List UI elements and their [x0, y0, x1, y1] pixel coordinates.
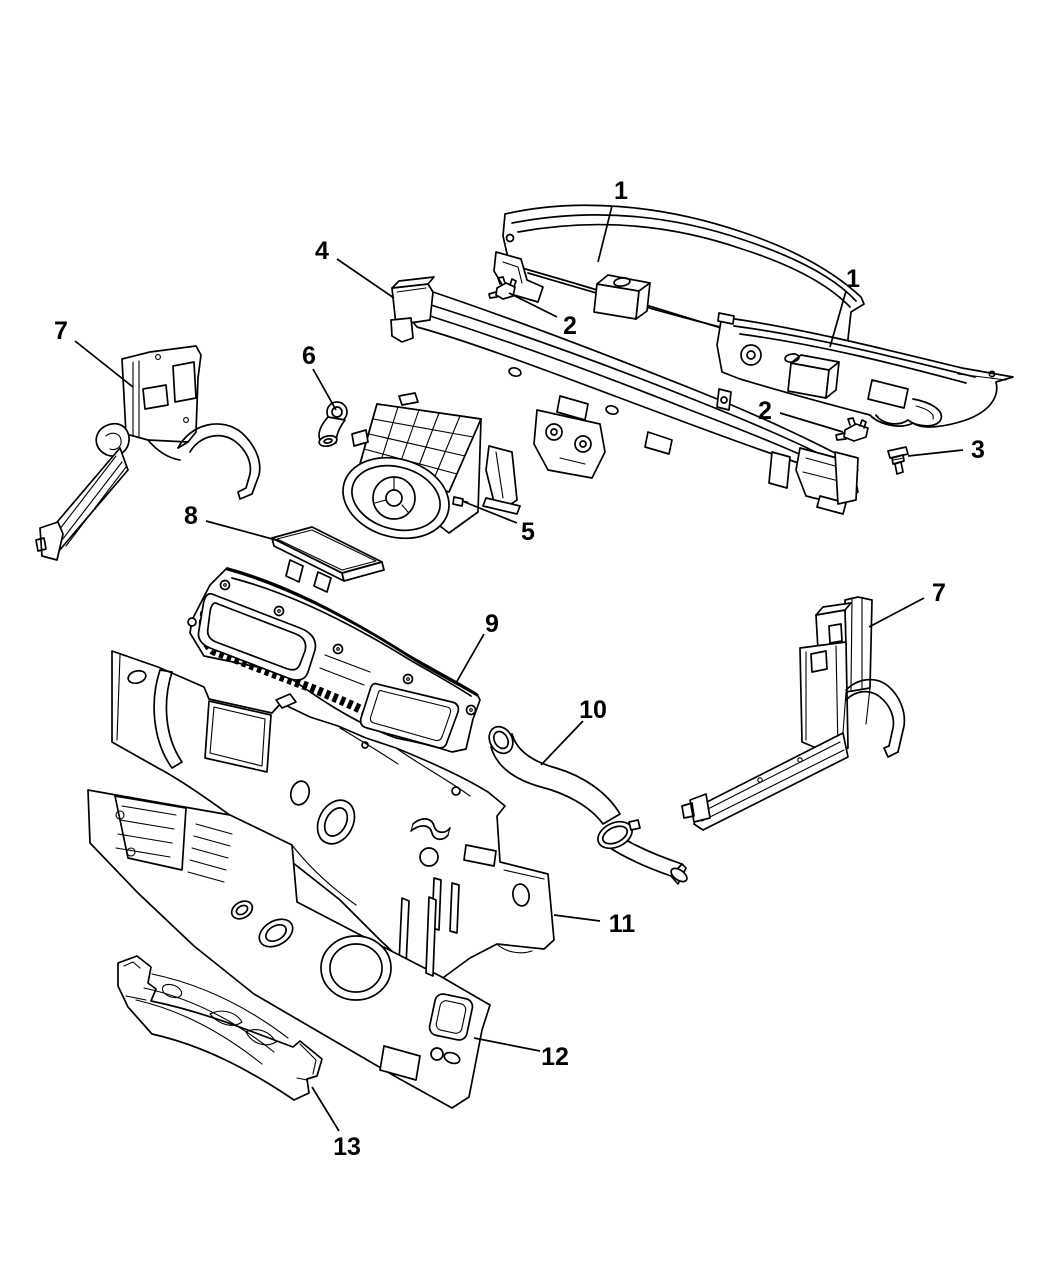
callout-leader-body-side-panel-right — [869, 598, 924, 627]
clip-right — [836, 418, 868, 441]
callout-label-drain-grommet: 6 — [302, 342, 316, 370]
callout-leader-dash-panel — [554, 915, 600, 921]
callout-label-dash-insulator: 12 — [541, 1043, 569, 1071]
callout-label-side-insulator: 13 — [333, 1133, 361, 1161]
callout-leader-drain-hose — [541, 721, 583, 765]
cowl-grille-panel — [188, 568, 480, 752]
callout-label-cowl-plenum-crossmember: 4 — [315, 237, 329, 265]
air-inlet-housing — [333, 393, 481, 550]
callout-leader-cowl-grille-panel — [456, 634, 484, 683]
clip-left — [489, 277, 516, 299]
callout-label-air-inlet-housing: 5 — [521, 518, 535, 546]
dash-panel — [112, 651, 554, 980]
cowl-plenum-crossmember — [391, 277, 858, 514]
callout-leader-clip-left — [509, 293, 557, 317]
callout-label-dash-panel: 11 — [609, 910, 636, 938]
drain-hose — [484, 722, 689, 884]
body-side-panel-left — [36, 346, 260, 560]
callout-label-body-side-panel-left: 7 — [54, 317, 68, 345]
callout-leader-dash-insulator — [474, 1038, 540, 1051]
callout-label-drain-hose: 10 — [579, 696, 607, 724]
callout-leader-drain-grommet — [313, 369, 336, 410]
callout-leader-cowl-top-panel-right — [830, 291, 846, 347]
dash-insulator — [88, 790, 490, 1108]
callout-label-cabin-air-filter: 8 — [184, 502, 198, 530]
callout-leader-clip-right — [780, 413, 843, 432]
callout-label-cowl-top-panel-right: 1 — [846, 265, 860, 293]
body-side-panel-right — [682, 597, 904, 830]
callout-leader-cowl-plenum-crossmember — [337, 259, 394, 298]
callout-leader-push-pin-clip — [908, 450, 963, 456]
callout-leader-cowl-top-panel-left — [598, 206, 612, 262]
callout-leader-side-insulator — [312, 1087, 339, 1131]
side-insulator — [118, 956, 322, 1100]
push-pin-clip — [888, 447, 908, 474]
callout-leader-cabin-air-filter — [206, 521, 276, 540]
drain-grommet — [318, 402, 347, 448]
callout-label-clip-left: 2 — [563, 312, 577, 340]
cabin-air-filter — [272, 527, 384, 592]
callout-label-body-side-panel-right: 7 — [932, 579, 946, 607]
cowl-top-panel-right — [717, 313, 1013, 427]
callout-leader-body-side-panel-left — [75, 341, 133, 387]
callout-label-clip-right: 2 — [758, 397, 772, 425]
callout-leader-air-inlet-housing — [462, 501, 517, 523]
callout-label-push-pin-clip: 3 — [971, 436, 985, 464]
callout-label-cowl-grille-panel: 9 — [485, 610, 499, 638]
callout-label-cowl-top-panel-left: 1 — [614, 177, 628, 205]
